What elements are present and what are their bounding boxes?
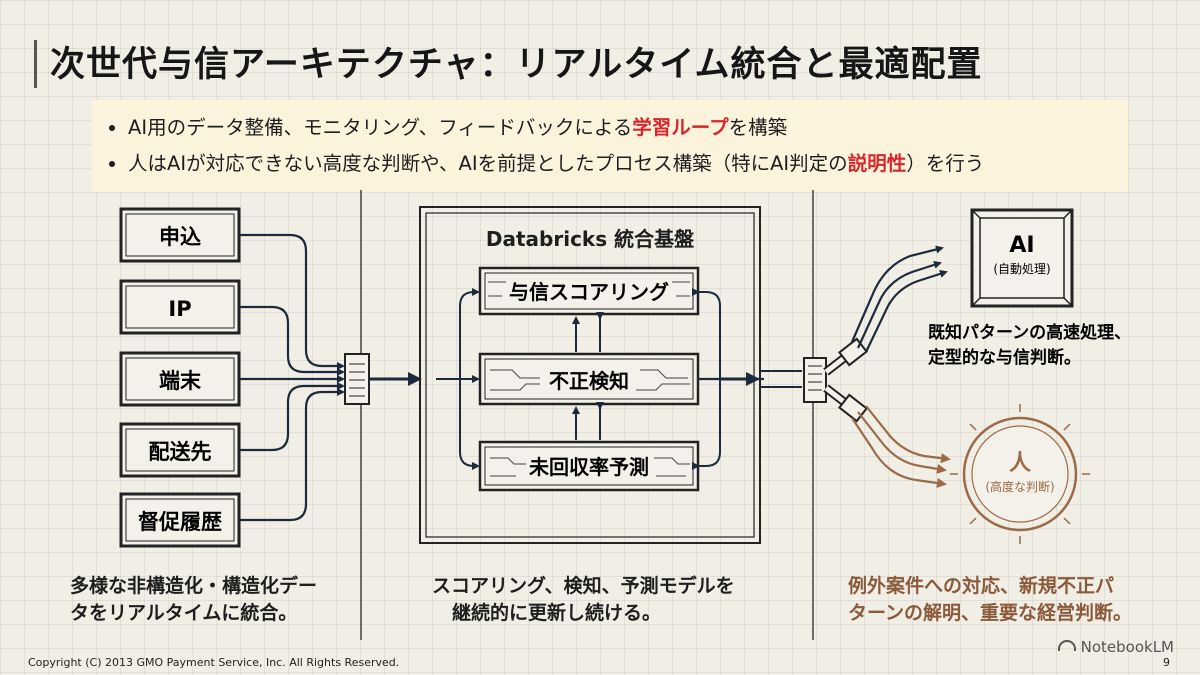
input-label: 督促履歴 xyxy=(138,510,222,534)
caption-line: ターンの解明、重要な経営判断。 xyxy=(848,602,1133,624)
input-box-4: 配送先 xyxy=(119,422,241,478)
ai-description: 既知パターンの高速処理、 xyxy=(928,322,1131,343)
caption-left: 多様な非構造化・構造化デー タをリアルタイムに統合。 xyxy=(70,573,317,627)
bullet-box: AI用のデータ整備、モニタリング、フィードバックによる学習ループを構築 人はAI… xyxy=(92,100,1128,192)
platform-title: Databricks 統合基盤 xyxy=(486,227,695,251)
input-boxes: 申込 IP 端末 配送先 督促履歴 xyxy=(119,207,241,548)
human-path xyxy=(851,405,951,488)
input-box-2: IP xyxy=(119,279,241,335)
slide-title: 次世代与信アーキテクチャ：リアルタイム統合と最適配置 xyxy=(50,45,983,85)
section-divider xyxy=(812,190,814,640)
output-bus xyxy=(760,370,802,388)
bullet-text: ）を行う xyxy=(906,152,985,175)
ai-path xyxy=(850,245,948,353)
splitter xyxy=(803,337,868,423)
caption-line: 例外案件への対応、新規不正パ xyxy=(848,575,1115,597)
platform-internal-arrows xyxy=(436,288,721,470)
caption-line: タをリアルタイムに統合。 xyxy=(70,602,298,624)
caption-line: 多様な非構造化・構造化デー xyxy=(70,575,318,597)
brand-name: NotebookLM xyxy=(1080,638,1174,656)
input-box-5: 督促履歴 xyxy=(119,492,241,548)
brand-mark: NotebookLM xyxy=(1057,638,1174,656)
caption-right: 例外案件への対応、新規不正パ ターンの解明、重要な経営判断。 xyxy=(848,573,1132,627)
bullet-highlight: 説明性 xyxy=(847,152,907,175)
title-accent-bar xyxy=(34,40,37,88)
merge-connector xyxy=(344,353,422,405)
input-box-1: 申込 xyxy=(119,207,241,263)
ai-subtitle: (自動処理) xyxy=(993,262,1050,276)
input-label: 配送先 xyxy=(149,440,212,464)
section-divider xyxy=(360,190,362,640)
module-prediction: 未回収率予測 xyxy=(478,440,700,492)
input-label: 申込 xyxy=(159,225,201,249)
platform-frame: Databricks 統合基盤 xyxy=(419,206,761,544)
bullet-text: AI用のデータ整備、モニタリング、フィードバックによる xyxy=(128,116,633,139)
human-output-circle: 人 (高度な判断) xyxy=(950,404,1090,544)
caption-line: スコアリング、検知、予測モデルを xyxy=(432,575,735,597)
ai-title: AI xyxy=(1009,233,1034,258)
bullet-text: 人はAIが対応できない高度な判断や、AIを前提としたプロセス構築（特にAI判定の xyxy=(128,152,848,175)
bullet-highlight: 学習ループ xyxy=(632,116,729,139)
input-label: 端末 xyxy=(159,369,202,393)
notebooklm-icon xyxy=(1057,640,1076,651)
module-label: 不正検知 xyxy=(549,369,629,393)
module-label: 与信スコアリング xyxy=(509,280,669,304)
module-fraud: 不正検知 xyxy=(478,352,700,406)
ai-description: 定型的な与信判断。 xyxy=(928,347,1081,368)
ai-output-box: AI (自動処理) xyxy=(970,208,1074,308)
bullet-item-2: 人はAIが対応できない高度な判断や、AIを前提としたプロセス構築（特にAI判定の… xyxy=(128,146,1114,182)
input-box-3: 端末 xyxy=(119,351,241,407)
input-connectors xyxy=(239,233,345,522)
module-scoring: 与信スコアリング xyxy=(478,266,700,316)
human-subtitle: (高度な判断) xyxy=(985,479,1054,494)
caption-line: 継続的に更新し続ける。 xyxy=(452,602,662,624)
page-number: 9 xyxy=(1163,656,1170,669)
human-title: 人 xyxy=(1009,451,1031,476)
copyright: Copyright (C) 2013 GMO Payment Service, … xyxy=(28,656,400,669)
input-label: IP xyxy=(168,297,191,321)
bullet-item-1: AI用のデータ整備、モニタリング、フィードバックによる学習ループを構築 xyxy=(128,110,1114,146)
bullet-text: を構築 xyxy=(728,116,788,139)
module-label: 未回収率予測 xyxy=(529,455,649,479)
caption-center: スコアリング、検知、予測モデルを 継続的に更新し続ける。 xyxy=(432,573,735,627)
